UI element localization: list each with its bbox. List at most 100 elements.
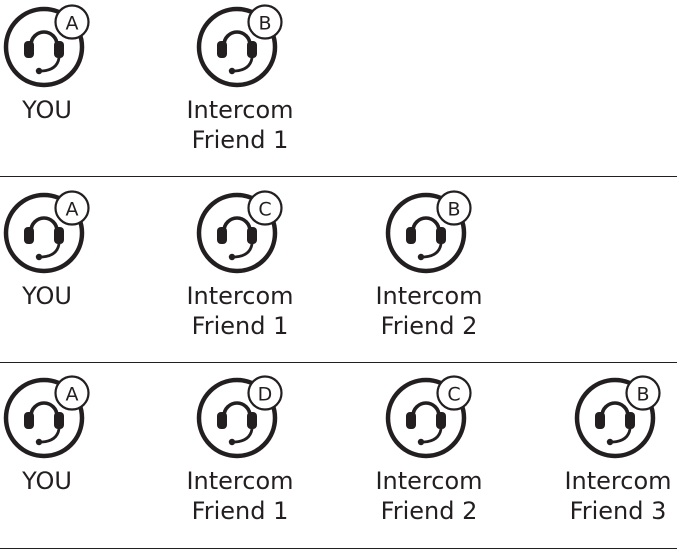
mic-tip: [228, 438, 236, 446]
ear-cup-right: [436, 227, 446, 244]
mic-boom: [40, 56, 61, 73]
headset-icon: B: [196, 4, 283, 88]
icon-ring: [3, 6, 85, 88]
headset-icon: A: [3, 4, 90, 88]
headband: [600, 401, 630, 425]
badge-letter: D: [258, 384, 273, 406]
headset-unit-friend-1: C Intercom Friend 1: [180, 186, 300, 356]
badge-circle: [54, 190, 90, 226]
headband: [29, 216, 59, 240]
headband: [222, 30, 252, 54]
headset-unit-you: A YOU: [0, 0, 107, 170]
icon-ring: [196, 377, 278, 459]
badge-circle: [625, 375, 661, 411]
badge-letter: B: [258, 13, 271, 35]
row-divider: [0, 362, 677, 363]
unit-label: Intercom Friend 2: [375, 467, 483, 525]
headband: [411, 401, 441, 425]
mic-tip: [35, 438, 43, 446]
badge-letter: B: [636, 384, 649, 406]
unit-label: YOU: [22, 467, 72, 495]
ear-cup-left: [217, 41, 227, 58]
icon-ring: [385, 192, 467, 274]
badge-circle: [54, 375, 90, 411]
ear-cup-left: [406, 412, 416, 429]
headset-unit-friend-1: B Intercom Friend 1: [180, 0, 300, 170]
ear-cup-right: [54, 227, 64, 244]
unit-label: YOU: [22, 282, 72, 310]
headset-icon: A: [3, 375, 90, 459]
ear-cup-left: [406, 227, 416, 244]
headset-unit-you: A YOU: [0, 186, 107, 356]
headband: [29, 401, 59, 425]
unit-label: YOU: [22, 96, 72, 124]
ear-cup-right: [247, 227, 257, 244]
ear-cup-left: [24, 412, 34, 429]
ear-cup-left: [217, 412, 227, 429]
headband: [411, 216, 441, 240]
mic-boom: [422, 427, 443, 444]
mic-boom: [233, 427, 254, 444]
badge-circle: [54, 4, 90, 40]
mic-boom: [422, 242, 443, 259]
row-divider: [0, 176, 677, 177]
badge-circle: [436, 375, 472, 411]
mic-tip: [35, 253, 43, 261]
unit-label: Intercom Friend 1: [186, 282, 294, 340]
ear-cup-left: [217, 227, 227, 244]
ear-cup-left: [24, 41, 34, 58]
ear-cup-left: [24, 227, 34, 244]
icon-ring: [196, 192, 278, 274]
headset-icon: D: [196, 375, 283, 459]
ear-cup-right: [436, 412, 446, 429]
ear-cup-right: [54, 41, 64, 58]
ear-cup-right: [54, 412, 64, 429]
intercom-row-2: A YOU C Intercom Friend 1 B Intercom Fri…: [0, 186, 677, 371]
headset-unit-friend-2: B Intercom Friend 2: [369, 186, 489, 356]
unit-label: Intercom Friend 1: [186, 96, 294, 154]
mic-boom: [233, 56, 254, 73]
unit-label: Intercom Friend 3: [564, 467, 672, 525]
icon-ring: [3, 377, 85, 459]
badge-letter: B: [447, 199, 460, 221]
headband: [222, 216, 252, 240]
headset-unit-friend-2: C Intercom Friend 2: [369, 371, 489, 541]
badge-circle: [247, 4, 283, 40]
badge-letter: C: [258, 199, 271, 221]
badge-letter: C: [447, 384, 460, 406]
intercom-row-3: A YOU D Intercom Friend 1 C Intercom Fri…: [0, 371, 677, 556]
headband: [222, 401, 252, 425]
icon-ring: [196, 6, 278, 88]
mic-boom: [40, 427, 61, 444]
badge-circle: [436, 190, 472, 226]
mic-tip: [35, 67, 43, 75]
headset-icon: A: [3, 190, 90, 274]
headband: [29, 30, 59, 54]
mic-boom: [40, 242, 61, 259]
mic-tip: [228, 253, 236, 261]
headset-icon: C: [196, 190, 283, 274]
mic-boom: [611, 427, 632, 444]
badge-circle: [247, 375, 283, 411]
headset-unit-you: A YOU: [0, 371, 107, 541]
badge-letter: A: [66, 384, 79, 406]
ear-cup-left: [595, 412, 605, 429]
icon-ring: [3, 192, 85, 274]
headset-icon: B: [385, 190, 472, 274]
badge-letter: A: [66, 13, 79, 35]
headset-unit-friend-3: B Intercom Friend 3: [558, 371, 677, 541]
badge-letter: A: [66, 199, 79, 221]
mic-tip: [606, 438, 614, 446]
headset-unit-friend-1: D Intercom Friend 1: [180, 371, 300, 541]
icon-ring: [385, 377, 467, 459]
mic-tip: [417, 438, 425, 446]
badge-circle: [247, 190, 283, 226]
mic-tip: [417, 253, 425, 261]
ear-cup-right: [247, 412, 257, 429]
ear-cup-right: [625, 412, 635, 429]
unit-label: Intercom Friend 2: [375, 282, 483, 340]
ear-cup-right: [247, 41, 257, 58]
intercom-row-1: A YOU B Intercom Friend 1: [0, 0, 677, 185]
headset-icon: B: [574, 375, 661, 459]
mic-boom: [233, 242, 254, 259]
